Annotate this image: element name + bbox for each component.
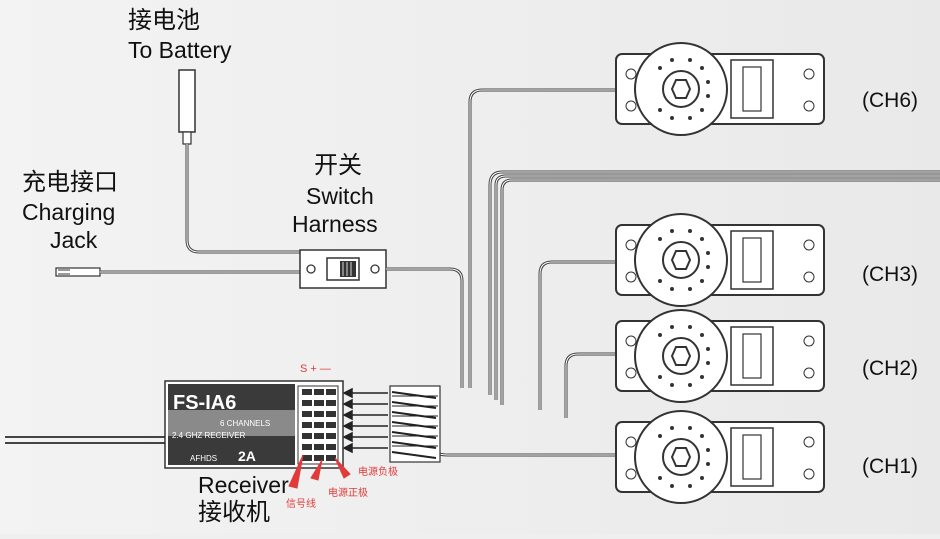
receiver-label-cn: 接收机 bbox=[198, 499, 270, 526]
charging-jack bbox=[55, 267, 300, 277]
servo-ch3 bbox=[615, 213, 825, 307]
switch-label-en-1: Switch bbox=[306, 183, 374, 209]
signal-wire-label: 信号线 bbox=[286, 499, 316, 510]
switch-label-en-2: Harness bbox=[292, 211, 378, 237]
channel-label-ch3: (CH3) bbox=[862, 263, 918, 286]
servo-ch6 bbox=[615, 42, 825, 136]
power-negative-label: 电源负极 bbox=[358, 467, 398, 478]
channel-label-ch2: (CH2) bbox=[862, 357, 918, 380]
servo-dots bbox=[658, 58, 710, 488]
charging-label-en-1: Charging bbox=[22, 199, 116, 225]
receiver-model: FS-IA6 bbox=[173, 392, 236, 414]
receiver-badge: 2A bbox=[238, 448, 256, 464]
power-positive-label: 电源正极 bbox=[328, 488, 368, 499]
receiver-mode: AFHDS bbox=[190, 454, 217, 463]
servo-ch2 bbox=[615, 309, 825, 403]
pin-header-label: S + — bbox=[300, 363, 331, 375]
battery-label-en: To Battery bbox=[128, 37, 232, 63]
receiver: FS-IA6 6 CHANNELS 2.4 GHZ RECEIVER AFHDS… bbox=[5, 380, 344, 469]
charging-label-en-2: Jack bbox=[50, 227, 98, 253]
receiver-label-en: Receiver bbox=[198, 472, 289, 498]
arrows bbox=[342, 387, 388, 454]
battery-label-cn: 接电池 bbox=[128, 7, 200, 34]
receiver-line2: 2.4 GHZ RECEIVER bbox=[172, 431, 246, 440]
red-pointers bbox=[288, 454, 351, 489]
servo-ch1 bbox=[615, 410, 825, 504]
receiver-line1: 6 CHANNELS bbox=[220, 419, 270, 428]
charging-label-cn: 充电接口 bbox=[22, 169, 118, 196]
channel-label-ch6: (CH6) bbox=[862, 89, 918, 112]
battery-connector bbox=[178, 69, 300, 254]
switch-label-cn: 开关 bbox=[314, 152, 362, 179]
connector-plugs bbox=[389, 385, 441, 463]
switch-harness bbox=[299, 249, 464, 388]
channel-label-ch1: (CH1) bbox=[862, 455, 918, 478]
